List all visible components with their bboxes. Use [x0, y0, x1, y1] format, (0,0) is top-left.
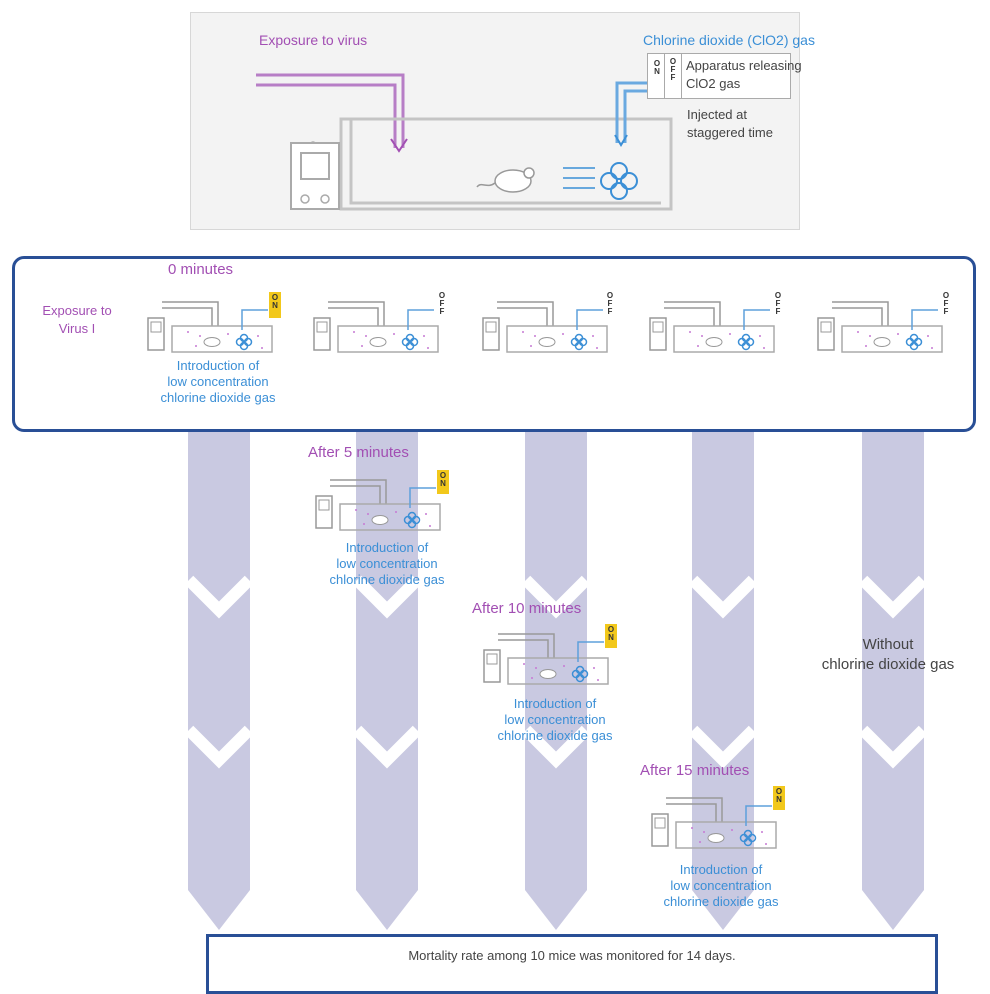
stage-apparatus-10min	[483, 633, 609, 685]
stage-5-intro2: low concentration	[336, 556, 438, 571]
stage-5-intro3: chlorine dioxide gas	[329, 572, 445, 587]
stage-15-intro1: Introduction of	[679, 862, 763, 877]
mini-apparatus-2	[313, 301, 439, 353]
mini-apparatus-5	[817, 301, 943, 353]
stage-5-time: After 5 minutes	[308, 444, 409, 461]
mini-apparatus-4	[649, 301, 775, 353]
stage-10-intro3: chlorine dioxide gas	[497, 728, 613, 743]
apparatus-overview-panel: Exposure to virus Chlorine dioxide (ClO2…	[190, 12, 815, 230]
mortality-note: Mortality rate among 10 mice was monitor…	[408, 948, 736, 963]
apparatus-illustration	[256, 73, 673, 211]
apparatus-line1: Apparatus releasing	[686, 58, 802, 73]
mini-apparatus-3	[482, 301, 608, 353]
intro0-line3: chlorine dioxide gas	[160, 390, 276, 405]
mini-apparatus-1	[147, 301, 273, 353]
stage-15-intro3: chlorine dioxide gas	[663, 894, 779, 909]
virus-arrow-icon	[390, 138, 408, 153]
gas-label: Chlorine dioxide (ClO2) gas	[643, 32, 815, 48]
arrow-column-5	[862, 430, 924, 930]
stage-10-intro2: low concentration	[504, 712, 606, 727]
exposure-virus-line2: Virus I	[58, 321, 96, 336]
arrow-column-4	[692, 430, 754, 930]
fan-icon	[600, 162, 638, 200]
apparatus-line2: ClO2 gas	[686, 76, 741, 91]
airflow-lines	[563, 167, 595, 189]
without-line1: Without	[862, 636, 914, 653]
arrow-column-2	[356, 430, 418, 930]
injected-line1: Injected at	[687, 107, 747, 122]
intro0-line1: Introduction of	[176, 358, 260, 373]
time-0-label: 0 minutes	[168, 261, 234, 278]
arrow-column-1	[188, 430, 250, 930]
arrow-column-3	[525, 430, 587, 930]
exposure-virus-line1: Exposure to	[42, 303, 112, 318]
result-box: Mortality rate among 10 mice was monitor…	[206, 934, 938, 994]
stage-apparatus-15min	[651, 797, 777, 849]
without-line2: chlorine dioxide gas	[821, 656, 955, 673]
stage-10-time: After 10 minutes	[472, 600, 582, 617]
injected-line2: staggered time	[687, 125, 773, 140]
mouse-icon	[476, 167, 535, 193]
stage-15-time: After 15 minutes	[640, 762, 750, 779]
exposure-to-virus-label: Exposure to virus	[259, 32, 368, 48]
intro0-line2: low concentration	[167, 374, 269, 389]
stage-apparatus-5min	[315, 479, 441, 531]
stage-5-intro1: Introduction of	[345, 540, 429, 555]
stage-15-intro2: low concentration	[670, 878, 772, 893]
stage-10-intro1: Introduction of	[513, 696, 597, 711]
